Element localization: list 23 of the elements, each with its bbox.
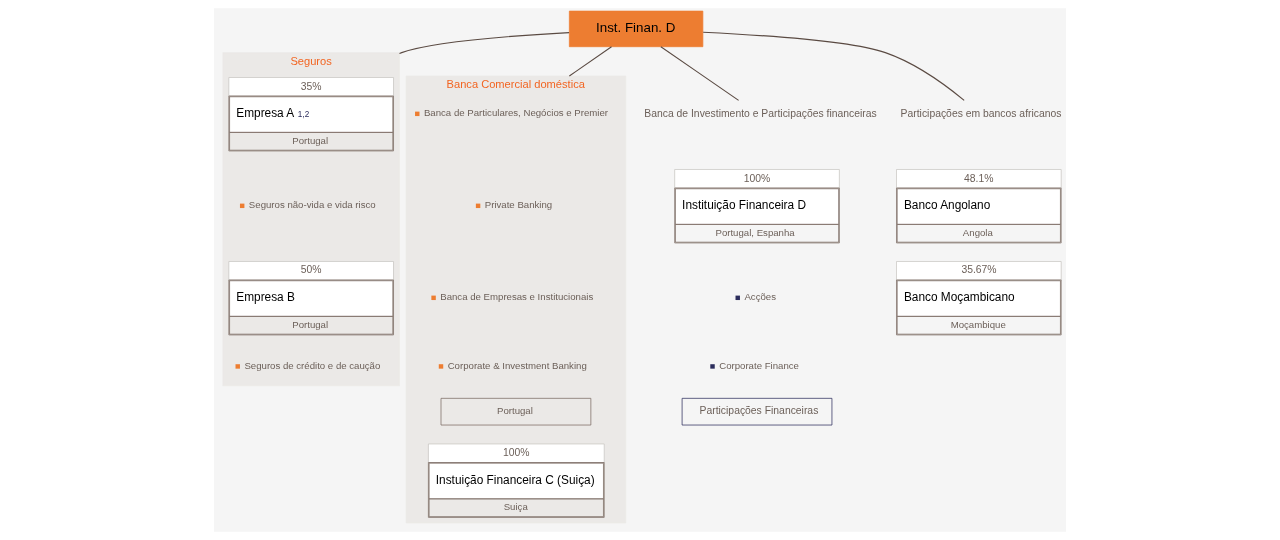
label: Seguros de crédito e de caução — [244, 359, 381, 371]
connector — [398, 32, 570, 54]
node-label: 100% — [502, 446, 530, 458]
node-label: 48.1% — [964, 172, 994, 184]
connector — [660, 46, 740, 101]
node-box: Inst. Finan. D — [568, 10, 704, 48]
node-text: Banca de Investimento e Participações financeiras — [644, 107, 877, 119]
label: Corporate & Investment Banking — [447, 359, 587, 371]
node-text: Participações em bancos africanos — [900, 107, 1062, 119]
label: Acções — [744, 291, 776, 303]
label: Private Banking — [484, 199, 553, 211]
node-label: 35.67% — [961, 264, 997, 276]
label: Banca de Empresas e Institucionais — [440, 291, 594, 303]
node-box: Participações Financeiras — [681, 397, 833, 426]
node-label: 35% — [300, 80, 322, 92]
label: Banca de Particulares, Negócios e Premier — [423, 107, 608, 119]
label: Seguros não-vida e vida risco — [248, 199, 376, 211]
node-label: 100% — [743, 172, 771, 184]
connector — [568, 46, 613, 77]
label: Corporate Finance — [719, 359, 799, 371]
connector — [702, 31, 965, 101]
node-box: Portugal — [440, 397, 592, 426]
node-label: 50% — [300, 264, 322, 276]
